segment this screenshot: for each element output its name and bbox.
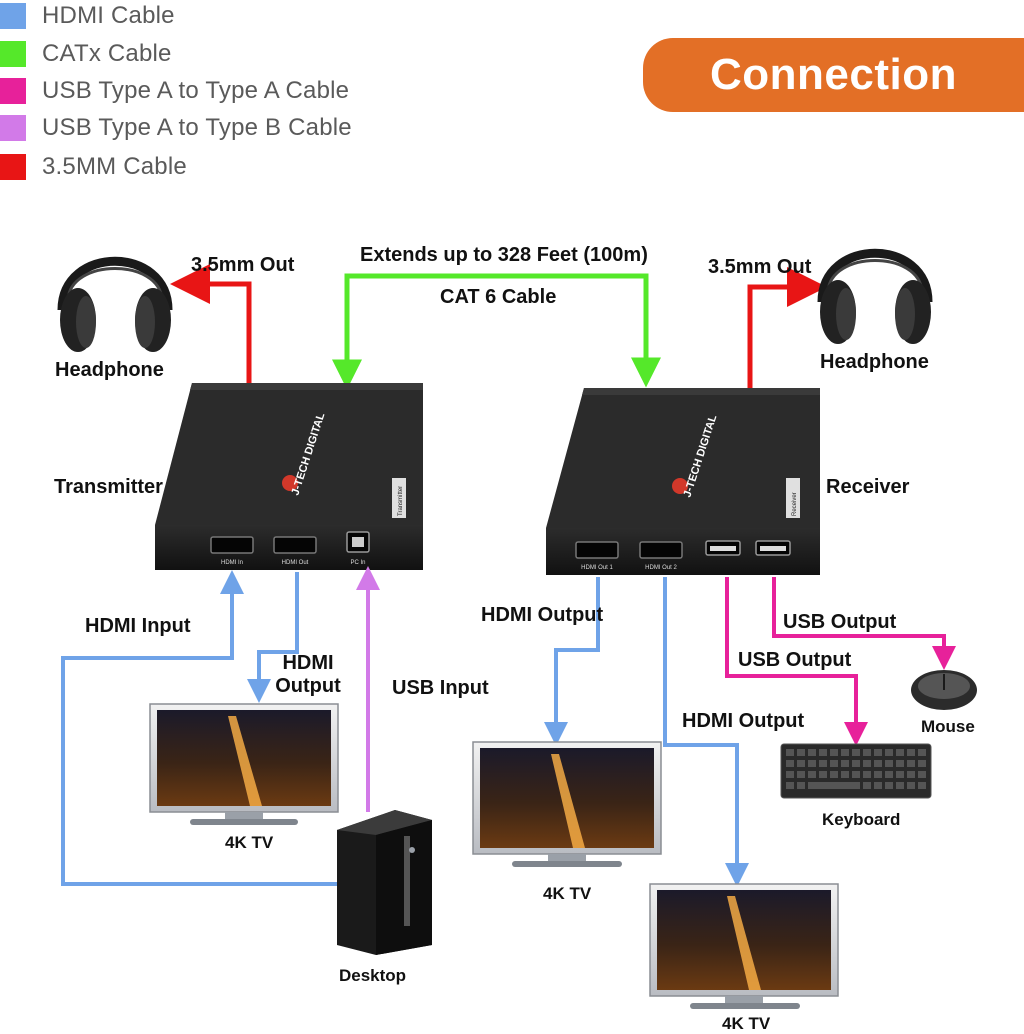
legend-label: 3.5MM Cable [42,153,187,180]
legend-item-catx: CATx Cable [0,38,172,70]
legend-swatch [0,3,26,29]
label-hdmi-input: HDMI Input [85,615,191,637]
legend-item-usb-aa: USB Type A to Type A Cable [0,75,349,107]
legend-label: CATx Cable [42,40,172,67]
usb-aa-cable-mouse [772,577,956,670]
legend-swatch [0,78,26,104]
hdmi-cable-output-r2 [663,577,749,887]
rx-port-label: HDMI Out 2 [645,565,677,571]
label-hdmi-output-r1: HDMI Output [481,604,604,626]
legend-item-hdmi: HDMI Cable [0,0,175,32]
usb-aa-cable-keyboard [725,577,868,746]
headphone-right-icon [817,248,933,344]
label-keyboard: Keyboard [822,810,901,829]
label-tv-mid: 4K TV [543,884,592,903]
label-mouse: Mouse [921,717,975,736]
hdmi-cable-output-r1 [544,577,600,746]
label-line: HDMI [282,652,334,674]
tx-port-label: HDMI Out [282,560,309,566]
label-tv-right: 4K TV [722,1014,771,1033]
catx-cable [332,273,661,390]
tv-middle-icon [472,741,662,867]
audio-cable-left [170,264,252,383]
label-out-right: 3.5mm Out [708,256,812,278]
transmitter-device [155,383,423,570]
legend-item-usb-ab: USB Type A to Type B Cable [0,112,352,144]
connection-banner: Connection [643,38,1024,112]
label-headphone-right: Headphone [820,351,929,373]
desktop-icon [337,810,432,955]
label-tv-left: 4K TV [225,833,274,852]
tx-tag: Transmitter [398,486,404,516]
tv-right-icon [649,883,839,1009]
label-desktop: Desktop [339,966,407,985]
legend-item-audio: 3.5MM Cable [0,151,187,183]
label-out-left: 3.5mm Out [191,254,295,276]
tv-left-icon [149,703,339,825]
hdmi-cable-output-left [247,572,299,703]
audio-cable-right [747,267,827,388]
label-usb-input: USB Input [392,677,489,699]
mouse-icon [911,670,977,710]
banner-title: Connection [710,50,957,99]
label-hdmi-output-left: HDMI Output [270,652,346,698]
keyboard-icon [780,743,932,799]
legend-swatch [0,41,26,67]
label-hdmi-output-r2: HDMI Output [682,710,805,732]
label-cat6: CAT 6 Cable [440,286,557,308]
tx-port-label: PC In [350,560,365,566]
legend-swatch [0,154,26,180]
label-transmitter: Transmitter [54,476,163,498]
rx-port-label: HDMI Out 1 [581,565,613,571]
label-usb-output-mouse: USB Output [783,611,897,633]
label-headphone-left: Headphone [55,359,164,381]
legend-label: HDMI Cable [42,2,175,29]
label-line: Output [275,675,341,697]
legend-label: USB Type A to Type A Cable [42,77,350,104]
receiver-device [546,388,820,575]
tx-port-label: HDMI In [221,560,243,566]
label-usb-output-keyboard: USB Output [738,649,852,671]
rx-tag: Receiver [792,492,798,516]
label-receiver: Receiver [826,476,910,498]
legend-label: USB Type A to Type B Cable [42,114,352,141]
hdmi-cable-input [61,570,337,886]
legend-swatch [0,115,26,141]
label-extends: Extends up to 328 Feet (100m) [360,244,648,266]
headphone-left-icon [57,256,173,352]
